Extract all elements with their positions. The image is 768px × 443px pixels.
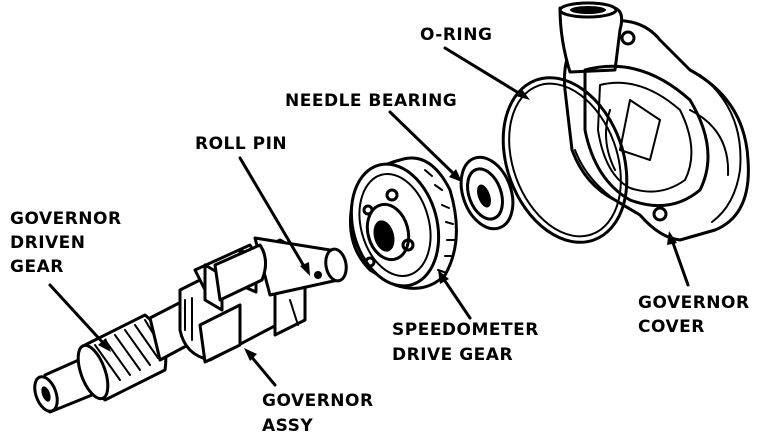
- governor-cover-part: [558, 1, 750, 242]
- needle-bearing-part: [459, 155, 515, 231]
- governor-assy-part: [33, 236, 348, 414]
- label-o-ring: O-RING: [420, 25, 492, 45]
- label-governor-cover-line1: GOVERNOR: [638, 293, 750, 313]
- label-roll-pin: ROLL PIN: [195, 134, 287, 154]
- labels: O-RING NEEDLE BEARING ROLL PIN GOVERNOR …: [10, 25, 750, 436]
- leader-lines: [48, 46, 690, 387]
- label-governor-cover-line2: COVER: [638, 317, 705, 337]
- label-speedometer-line2: DRIVE GEAR: [392, 345, 513, 365]
- o-ring-part: [501, 76, 629, 244]
- label-speedometer-line1: SPEEDOMETER: [392, 320, 539, 340]
- label-governor-assy-line1: GOVERNOR: [262, 391, 374, 411]
- label-governor-driven-gear-line3: GEAR: [10, 257, 64, 277]
- label-governor-assy-line2: ASSY: [262, 416, 313, 436]
- speedometer-drive-gear-part: [348, 156, 458, 290]
- label-needle-bearing: NEEDLE BEARING: [285, 91, 457, 111]
- label-governor-driven-gear-line1: GOVERNOR: [10, 209, 122, 229]
- label-governor-driven-gear-line2: DRIVEN: [10, 233, 86, 253]
